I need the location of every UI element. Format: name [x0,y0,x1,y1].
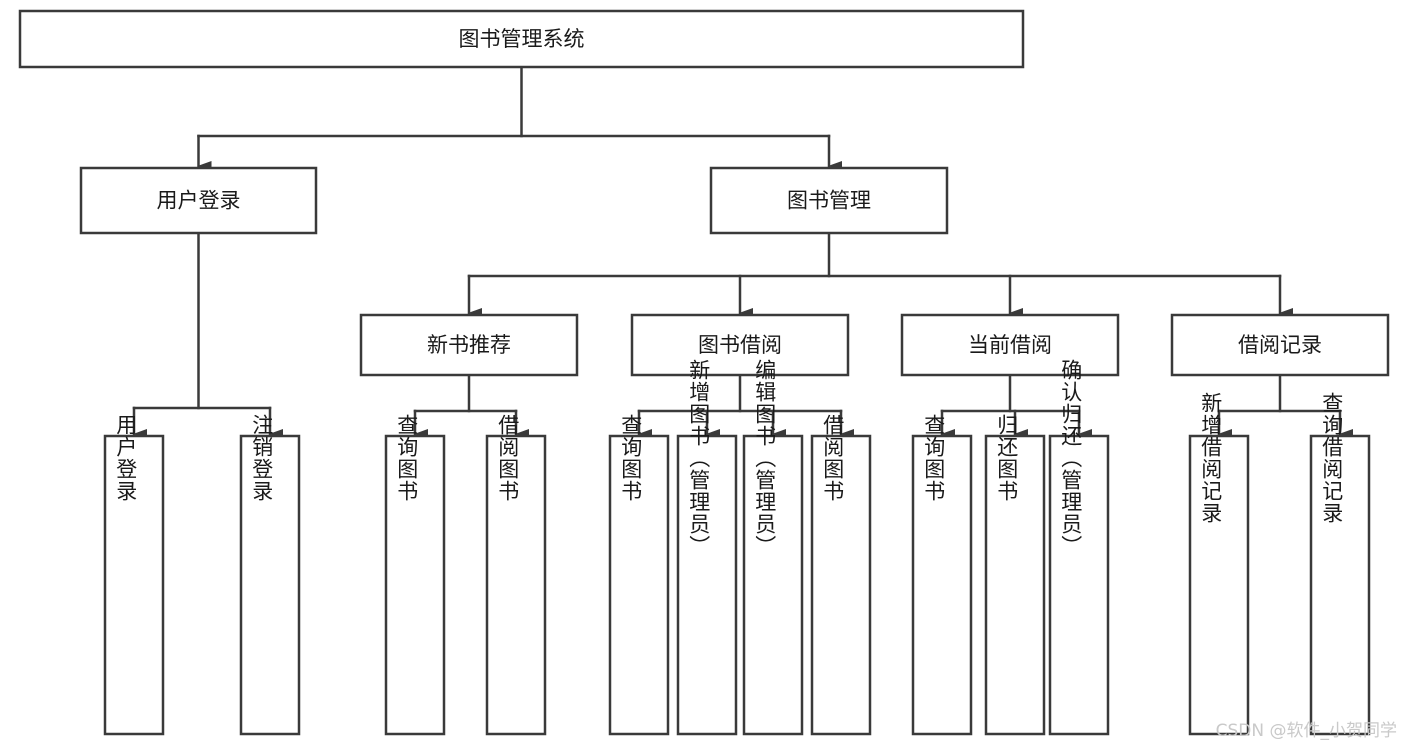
node-root-0[interactable]: 图书管理系统 [18,9,1025,69]
node-leaf-12[interactable]: 查询借阅记录 [1309,392,1371,736]
node-level2-1[interactable]: 图书管理 [709,166,949,235]
node-box-rect [384,434,446,736]
node-label: 图书管理系统 [459,27,585,51]
node-label: 用户登录 [114,414,138,502]
node-box-rect [18,9,1025,69]
node-box-rect [630,313,850,377]
node-level3-2[interactable]: 当前借阅 [900,313,1120,377]
node-box-rect [103,434,165,736]
node-label: 编辑图书（管理员） [753,359,777,557]
node-label: 借阅图书 [821,414,845,502]
node-leaf-6[interactable]: 编辑图书（管理员） [742,359,804,736]
connector-lines [132,65,1353,439]
node-box-rect [984,434,1046,736]
node-box-rect [1170,313,1390,377]
watermark-label: CSDN @软件_小贺同学 [1215,721,1397,741]
node-label: 图书管理 [787,189,871,213]
node-label: 当前借阅 [968,333,1052,357]
node-box-rect [676,434,738,736]
node-label: 新增借阅记录 [1199,392,1223,524]
node-label: 新增图书（管理员） [687,359,711,557]
node-box-rect [810,434,872,736]
node-label: 归还图书 [995,414,1019,502]
node-level3-0[interactable]: 新书推荐 [359,313,579,377]
node-level3-3[interactable]: 借阅记录 [1170,313,1390,377]
node-box-rect [1188,434,1250,736]
node-label: 确认归还（管理员） [1059,359,1083,557]
node-label: 查询图书 [619,414,643,502]
node-box-rect [608,434,670,736]
node-leaf-0[interactable]: 用户登录 [103,414,165,736]
node-label: 查询图书 [922,414,946,502]
node-box-rect [1309,434,1371,736]
node-boxes: 图书管理系统用户登录图书管理新书推荐图书借阅当前借阅借阅记录用户登录注销登录查询… [18,9,1390,736]
node-label: 用户登录 [157,189,241,213]
node-leaf-10[interactable]: 确认归还（管理员） [1048,359,1110,736]
node-leaf-5[interactable]: 新增图书（管理员） [676,359,738,736]
node-label: 查询借阅记录 [1320,392,1344,524]
node-box-rect [900,313,1120,377]
node-box-rect [359,313,579,377]
node-level2-0[interactable]: 用户登录 [79,166,318,235]
node-leaf-7[interactable]: 借阅图书 [810,414,872,736]
node-label: 新书推荐 [427,333,511,357]
node-leaf-4[interactable]: 查询图书 [608,414,670,736]
node-box-rect [1048,434,1110,736]
node-box-rect [911,434,973,736]
node-label: 借阅图书 [496,414,520,502]
node-box-rect [485,434,547,736]
node-box-rect [709,166,949,235]
node-box-rect [239,434,301,736]
node-leaf-2[interactable]: 查询图书 [384,414,446,736]
node-leaf-1[interactable]: 注销登录 [239,414,301,736]
node-label: 借阅记录 [1238,333,1322,357]
node-leaf-11[interactable]: 新增借阅记录 [1188,392,1250,736]
node-level3-1[interactable]: 图书借阅 [630,313,850,377]
node-label: 注销登录 [250,414,274,502]
node-box-rect [79,166,318,235]
node-leaf-3[interactable]: 借阅图书 [485,414,547,736]
node-box-rect [742,434,804,736]
node-label: 图书借阅 [698,333,782,357]
node-leaf-9[interactable]: 归还图书 [984,414,1046,736]
node-leaf-8[interactable]: 查询图书 [911,414,973,736]
node-label: 查询图书 [395,414,419,502]
